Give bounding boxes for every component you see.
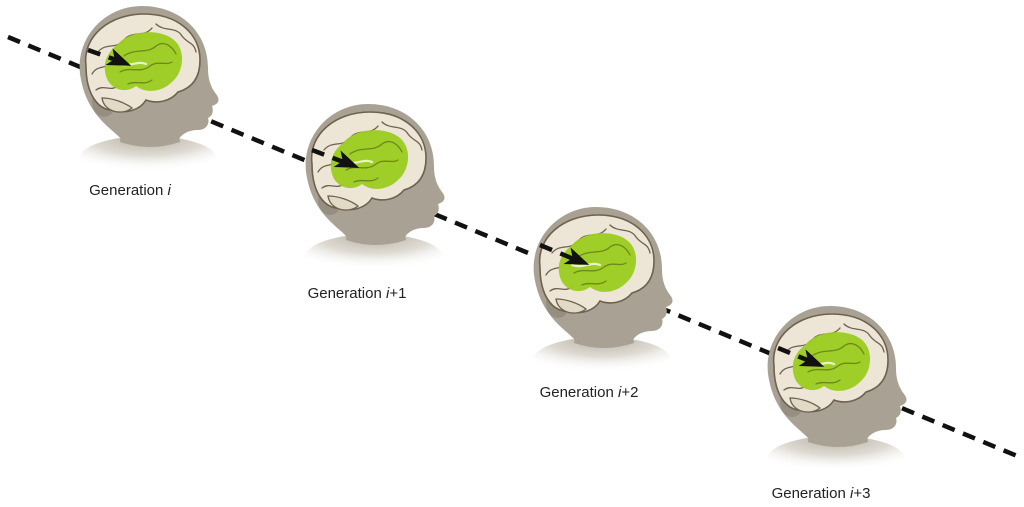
generation-variable: i (849, 485, 854, 502)
generation-label-suffix: +1 (389, 285, 407, 302)
generation-label-prefix: Generation (307, 285, 386, 302)
generation-label: Generation i+1 (308, 285, 407, 303)
generation-label-prefix: Generation (539, 384, 618, 401)
generation-label: Generation i+2 (540, 384, 639, 402)
generation-label-suffix: +2 (621, 384, 639, 401)
child-head-profile-icon (304, 102, 446, 280)
transmission-line-segment (539, 242, 577, 263)
generation-label-suffix: +3 (853, 485, 871, 502)
generation-variable: i (167, 182, 171, 199)
child-head-profile-icon (532, 205, 674, 383)
generation-label-prefix: Generation (89, 182, 168, 199)
child-head-profile-icon (766, 304, 908, 482)
generation-label-prefix: Generation (771, 485, 850, 502)
child-head-profile-icon (78, 4, 220, 182)
generation-variable: i (385, 285, 390, 302)
transmission-line-segment (311, 147, 347, 166)
transmission-line-segment (777, 345, 813, 365)
generation-label: Generation i (89, 182, 171, 200)
generation-variable: i (617, 384, 622, 401)
generation-label: Generation i+3 (772, 485, 871, 503)
